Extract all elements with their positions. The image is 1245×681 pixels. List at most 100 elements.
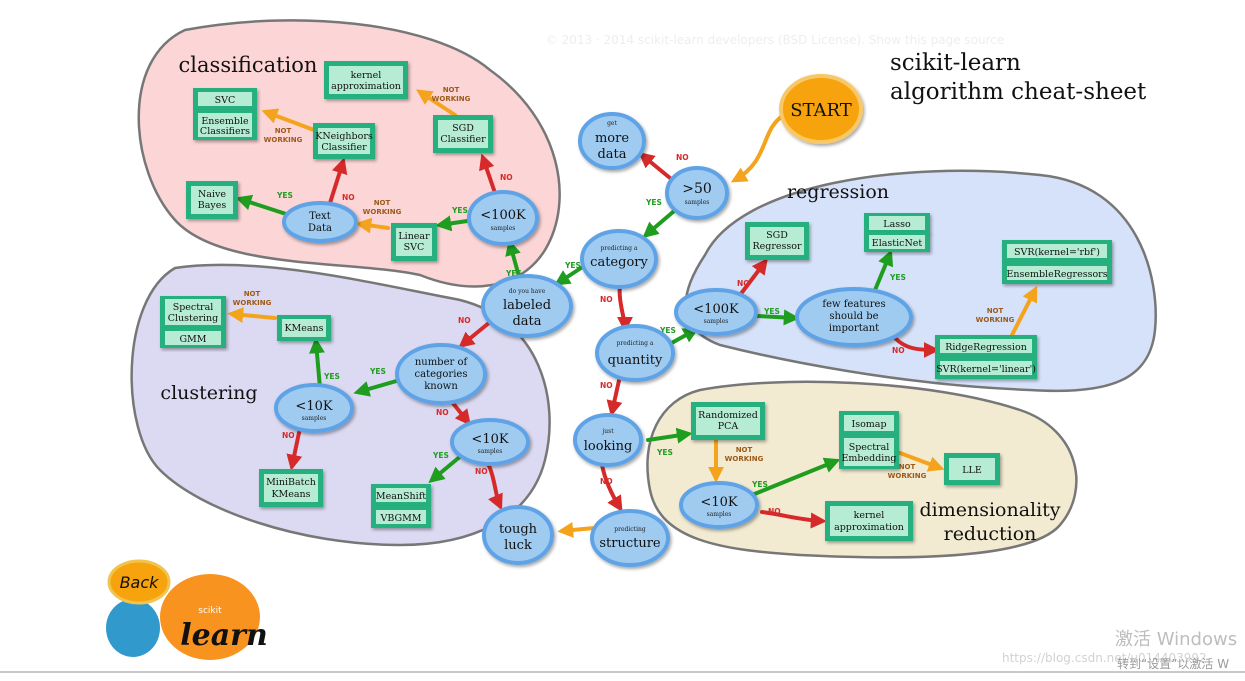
svg-text:few features: few features [822,299,885,310]
arrow-few-ridge [893,336,940,358]
decision-text-data[interactable]: Text Data [282,201,358,243]
svg-text:luck: luck [504,538,532,553]
back-button[interactable]: Back [107,559,171,605]
estimator-svc[interactable]: SVC [193,88,257,110]
svg-text:SVC: SVC [215,95,236,106]
estimator-vbgmm[interactable]: VBGMM [371,506,431,528]
not-working-label: WORKING [888,472,927,480]
arrow-labeled-numcat [458,320,492,349]
estimator-minibatch-kmeans[interactable]: MiniBatch KMeans [259,469,323,507]
not-working-label: NOT [275,127,292,135]
svg-text:ElasticNet: ElasticNet [872,238,923,249]
estimator-meanshift[interactable]: MeanShift [371,484,431,506]
decision-just-looking[interactable]: just looking [573,413,643,467]
arrow-r100k-sgdr [738,258,768,297]
estimator-ensemble-classifiers[interactable]: Ensemble Classifiers [193,110,257,140]
not-working-label: NOT [736,446,753,454]
svg-text:get: get [607,120,617,127]
start-node[interactable]: START [779,74,863,144]
watermark-settings: 转到“设置”以激活 W [1117,656,1229,671]
decision-clustering-10k-yes[interactable]: <10K samples [274,383,354,433]
svg-text:>50: >50 [682,181,712,197]
edge-label-yes: YES [323,372,340,381]
estimator-spectral-clustering[interactable]: Spectral Clustering [160,296,226,328]
decision-gt50[interactable]: >50 samples [665,166,729,220]
decision-classification-100k[interactable]: <100K samples [467,190,539,246]
decision-labeled-data[interactable]: do you have labeled data [481,274,573,338]
logo-big-text: learn [180,618,268,653]
estimator-ensemble-regressors[interactable]: EnsembleRegressors [1002,262,1112,284]
edge-label-no: NO [600,381,613,390]
svg-text:KNeighbors: KNeighbors [315,131,373,142]
estimator-kmeans[interactable]: KMeans [277,315,331,341]
edge-label-yes: YES [889,273,906,282]
reduction-label: reduction [944,523,1037,545]
svg-text:SVC: SVC [404,242,425,253]
estimator-lle[interactable]: LLE [944,453,1000,485]
svg-text:<100K: <100K [693,302,739,317]
decision-number-of-categories[interactable]: number of categories known [395,343,487,405]
arrow-kmeans-spectral [227,307,277,324]
edge-label-yes: YES [564,261,581,270]
not-working-label: NOT [443,86,460,94]
estimator-spectral-embedding[interactable]: Spectral Embedding [839,435,899,469]
decision-category[interactable]: predicting a category [580,229,658,289]
estimator-kernel-approximation-dimred[interactable]: kernel approximation [825,501,913,541]
estimator-elasticnet[interactable]: ElasticNet [864,232,930,252]
estimator-svr-rbf[interactable]: SVR(kernel='rbf') [1002,240,1112,262]
clustering-label: clustering [160,382,257,404]
arrow-numcat-cl10k2 [450,400,471,426]
svg-text:Text: Text [309,211,330,222]
decision-regression-100k[interactable]: <100K samples [674,288,758,336]
decision-few-features[interactable]: few features should be important [795,287,913,347]
decision-tough-luck[interactable]: tough luck [482,505,554,565]
estimator-kernel-approximation[interactable]: kernel approximation [324,61,408,99]
estimator-lasso[interactable]: Lasso [864,213,930,233]
not-working-label: NOT [899,463,916,471]
edge-label-no: NO [600,295,613,304]
regression-label: regression [787,181,889,203]
estimator-naive-bayes[interactable]: Naive Bayes [186,181,238,219]
not-working-label: NOT [987,307,1004,315]
decision-structure[interactable]: predicting structure [590,509,670,567]
estimator-ridge-regression[interactable]: RidgeRegression [935,335,1037,357]
decision-dimred-10k[interactable]: <10K samples [679,481,759,529]
watermark-url: https://blog.csdn.net/u014403992 [1002,651,1207,665]
svg-text:Lasso: Lasso [883,219,911,230]
svg-text:do you have: do you have [509,288,546,295]
svg-text:should be: should be [829,311,878,322]
estimator-sgd-classifier[interactable]: SGD Classifier [433,115,493,153]
estimator-isomap[interactable]: Isomap [839,411,899,435]
decision-quantity[interactable]: predicting a quantity [595,324,675,382]
svg-text:tough: tough [499,522,538,537]
edge-label-no: NO [600,477,613,486]
edge-label-yes: YES [751,480,768,489]
estimator-gmm[interactable]: GMM [160,328,226,348]
svg-text:Clustering: Clustering [168,313,219,324]
estimator-sgd-regressor[interactable]: SGD Regressor [745,222,809,260]
arrow-quantity-r100k [666,327,700,347]
svg-text:MiniBatch: MiniBatch [266,477,316,488]
svg-text:number of: number of [415,357,469,368]
svg-text:Classifiers: Classifiers [200,126,250,137]
svg-text:Spectral: Spectral [173,302,214,313]
arrow-cl10k-minibatch [286,426,303,471]
arrow-cl10k2-meanshift [428,453,464,484]
svg-text:predicting a: predicting a [617,340,654,347]
svg-text:GMM: GMM [179,334,206,345]
estimator-svr-linear[interactable]: SVR(kernel='linear') [935,357,1037,379]
arrow-r100k-few [756,309,800,326]
estimator-linear-svc[interactable]: Linear SVC [391,223,437,261]
edge-label-no: NO [282,431,295,440]
arrow-ridge-svr [1010,285,1038,337]
decision-clustering-10k-no[interactable]: <10K samples [450,418,530,466]
estimator-kneighbors-classifier[interactable]: KNeighbors Classifier [313,123,375,159]
svg-text:Isomap: Isomap [851,419,886,430]
svg-text:labeled: labeled [503,298,551,313]
arrow-looking-pca [646,427,693,444]
svg-text:PCA: PCA [718,421,739,432]
title-line-1: scikit-learn [890,50,1021,76]
decision-more-data[interactable]: get more data [578,112,646,170]
estimator-randomized-pca[interactable]: Randomized PCA [691,402,765,440]
